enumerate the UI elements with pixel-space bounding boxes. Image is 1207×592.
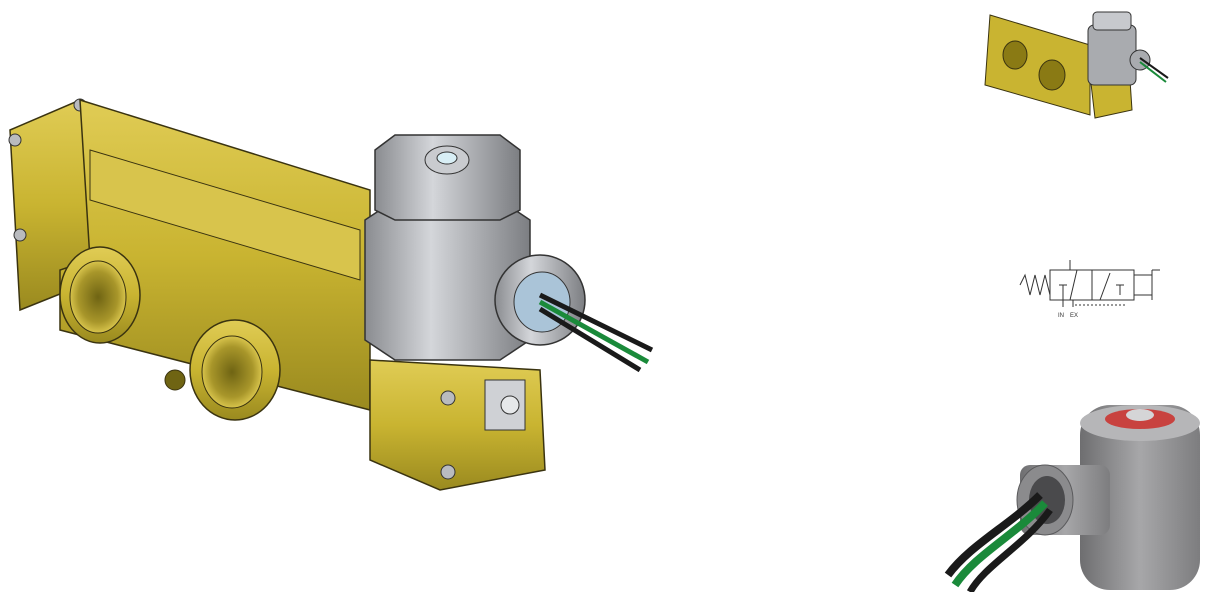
wire-green (538, 299, 650, 365)
wire-black-photo (944, 492, 1043, 578)
wire-green-photo (951, 500, 1048, 588)
port-in-label: IN (1058, 313, 1064, 319)
port-ex-label: EX (1070, 313, 1078, 319)
wire-black (538, 292, 654, 353)
solenoid-valve-thumbnail-icon (980, 0, 1170, 125)
solenoid-valve-render-icon (0, 80, 670, 500)
valve-symbol-icon: IN EX (1015, 255, 1165, 325)
solenoid-coil-photo-icon (940, 395, 1207, 592)
